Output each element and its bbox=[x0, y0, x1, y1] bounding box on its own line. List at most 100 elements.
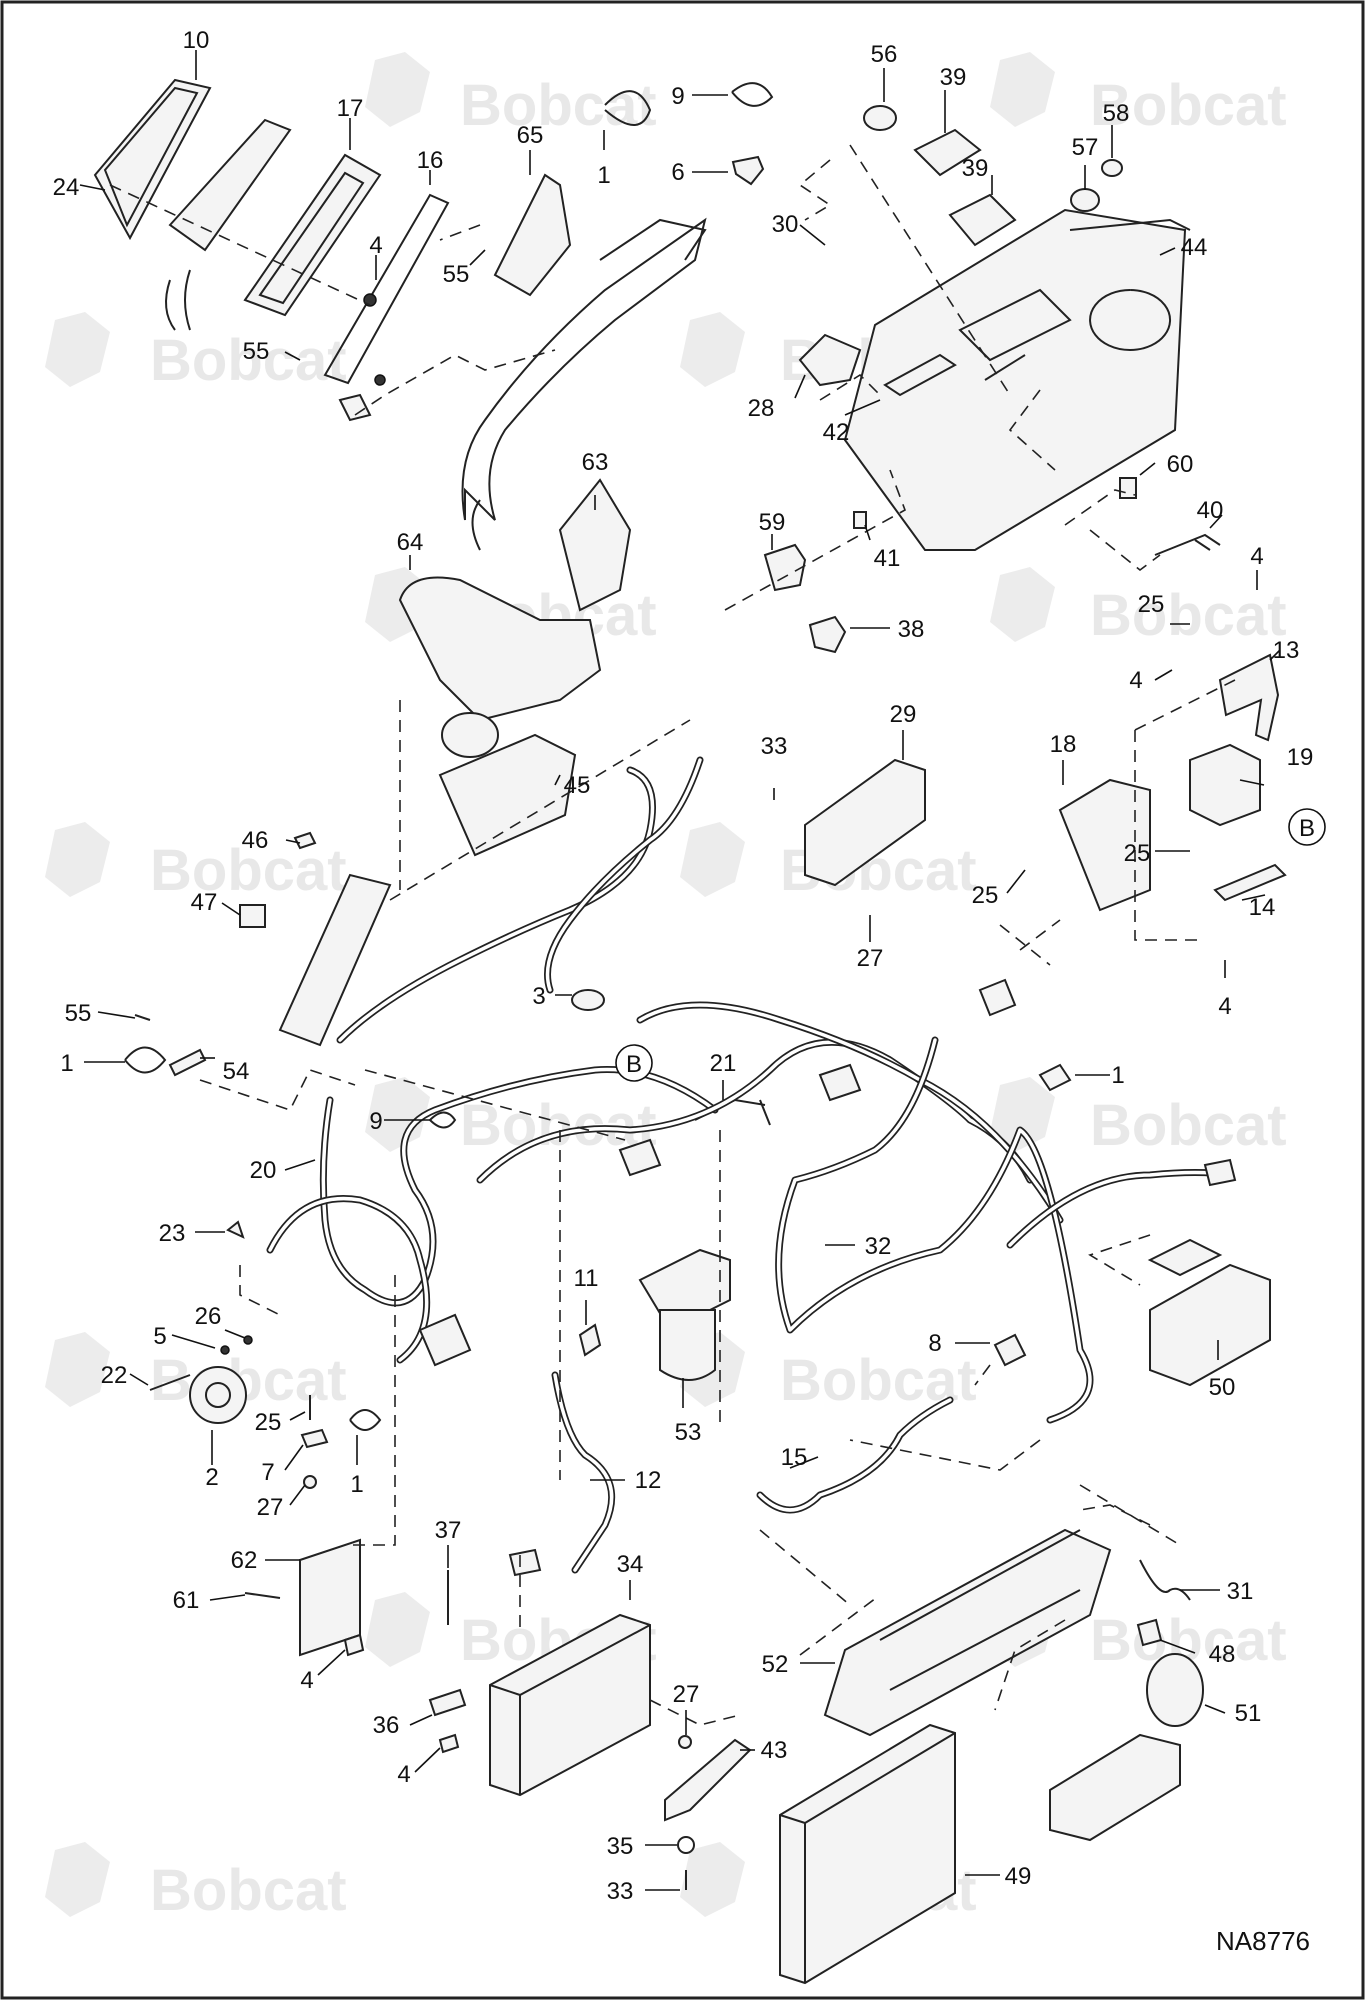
callout-1: 1 bbox=[60, 1050, 73, 1077]
callout-25: 25 bbox=[972, 882, 999, 909]
callout-3: 3 bbox=[532, 983, 545, 1010]
part-36-holddown bbox=[428, 1688, 467, 1717]
part-11-sender bbox=[578, 1323, 602, 1357]
part-32-harness bbox=[775, 1036, 1237, 1424]
part-65-bracket bbox=[493, 173, 572, 297]
part-1-clamp bbox=[124, 1046, 167, 1074]
part-9-clip bbox=[731, 82, 774, 107]
callout-45: 45 bbox=[564, 772, 591, 799]
fuse-panel bbox=[278, 873, 392, 1047]
part-7-clamp bbox=[300, 1428, 329, 1449]
callout-47: 47 bbox=[191, 889, 218, 916]
part-39-keypad bbox=[948, 193, 1017, 247]
part-2-horn bbox=[189, 1366, 247, 1424]
callout-4: 4 bbox=[1129, 667, 1142, 694]
part-23-bolt bbox=[226, 1220, 245, 1239]
callout-39: 39 bbox=[962, 155, 989, 182]
part-61-screw bbox=[244, 1592, 281, 1599]
callout-28: 28 bbox=[748, 395, 775, 422]
part-1-clamp bbox=[349, 1409, 382, 1431]
callout-55: 55 bbox=[243, 338, 270, 365]
part-27-nut bbox=[678, 1735, 692, 1749]
callout-9: 9 bbox=[671, 83, 684, 110]
callout-30: 30 bbox=[772, 211, 799, 238]
watermark: Bobcat bbox=[990, 52, 1287, 138]
callout-18: 18 bbox=[1050, 731, 1077, 758]
callout-16: 16 bbox=[417, 147, 444, 174]
callout-4: 4 bbox=[300, 1667, 313, 1694]
part-64-plate bbox=[398, 576, 602, 722]
callout-1: 1 bbox=[597, 162, 610, 189]
callout-25: 25 bbox=[255, 1409, 282, 1436]
part-24-cable bbox=[165, 269, 191, 331]
part-41-plug bbox=[853, 511, 867, 529]
part-4-nut bbox=[438, 1733, 460, 1754]
part-42-switch bbox=[883, 353, 957, 397]
callout-55: 55 bbox=[443, 261, 470, 288]
part-3-grommet bbox=[571, 989, 605, 1011]
watermark: Bobcat bbox=[45, 822, 347, 903]
callout-25: 25 bbox=[1138, 591, 1165, 618]
part-27-nut bbox=[303, 1475, 317, 1489]
parts-layer bbox=[93, 78, 1287, 1985]
part-49-battery bbox=[779, 1723, 956, 1985]
part-4-nut bbox=[343, 1633, 365, 1657]
callout-31: 31 bbox=[1227, 1578, 1254, 1605]
callout-24: 24 bbox=[53, 174, 80, 201]
callout-4: 4 bbox=[369, 232, 382, 259]
callout-44: 44 bbox=[1181, 234, 1208, 261]
callout-63: 63 bbox=[582, 449, 609, 476]
column-housing bbox=[461, 217, 707, 521]
part-63-boot bbox=[558, 478, 632, 612]
callout-33: 33 bbox=[607, 1878, 634, 1905]
callout-48: 48 bbox=[1209, 1641, 1236, 1668]
callout-7: 7 bbox=[261, 1459, 274, 1486]
callout-12: 12 bbox=[635, 1467, 662, 1494]
part-13-bracket bbox=[1218, 653, 1280, 742]
watermark: Bobcat bbox=[990, 1077, 1287, 1158]
watermark: Bobcat bbox=[45, 312, 347, 393]
callout-51: 51 bbox=[1235, 1700, 1262, 1727]
callout-26: 26 bbox=[195, 1303, 222, 1330]
part-18-plate bbox=[1058, 778, 1151, 912]
callout-42: 42 bbox=[823, 419, 850, 446]
callout-4: 4 bbox=[397, 1761, 410, 1788]
part-39-switch bbox=[913, 128, 982, 177]
part-9-clip bbox=[429, 1111, 457, 1129]
callout-46: 46 bbox=[242, 827, 269, 854]
part-47-relay bbox=[239, 904, 266, 928]
callout-labels: 10 24 17 16 4 55 55 65 1 9 6 56 39 39 58… bbox=[53, 27, 1314, 1905]
part-10-cover bbox=[93, 78, 212, 241]
part-22-screw bbox=[149, 1374, 191, 1391]
callout-64: 64 bbox=[397, 529, 424, 556]
callout-65: 65 bbox=[517, 122, 544, 149]
callout-4: 4 bbox=[1218, 993, 1231, 1020]
part-20-main-harness bbox=[266, 756, 1064, 1367]
callout-21: 21 bbox=[710, 1050, 737, 1077]
part-54-tie bbox=[168, 1048, 207, 1077]
part-58-button bbox=[1101, 159, 1123, 177]
callout-43: 43 bbox=[761, 1737, 788, 1764]
part-19-grommet bbox=[1189, 743, 1261, 827]
part-43-bracket bbox=[664, 1738, 752, 1822]
part-40-key bbox=[1154, 533, 1221, 556]
callout-19: 19 bbox=[1287, 744, 1314, 771]
callout-13: 13 bbox=[1273, 637, 1300, 664]
part-24-housing bbox=[168, 118, 292, 252]
callout-1: 1 bbox=[350, 1471, 363, 1498]
part-17-bracket bbox=[243, 153, 382, 317]
leader-lines bbox=[79, 50, 1281, 1891]
svg-text:Bobcat: Bobcat bbox=[1090, 73, 1287, 138]
callout-38: 38 bbox=[898, 616, 925, 643]
callout-35: 35 bbox=[607, 1833, 634, 1860]
callout-55: 55 bbox=[65, 1000, 92, 1027]
part-55-screw bbox=[134, 1014, 151, 1021]
callout-36: 36 bbox=[373, 1712, 400, 1739]
callout-1: 1 bbox=[1111, 1062, 1124, 1089]
callout-8: 8 bbox=[928, 1330, 941, 1357]
part-59-switch bbox=[763, 543, 807, 592]
callout-34: 34 bbox=[617, 1551, 644, 1578]
callout-50: 50 bbox=[1209, 1374, 1236, 1401]
callout-11: 11 bbox=[574, 1265, 599, 1292]
